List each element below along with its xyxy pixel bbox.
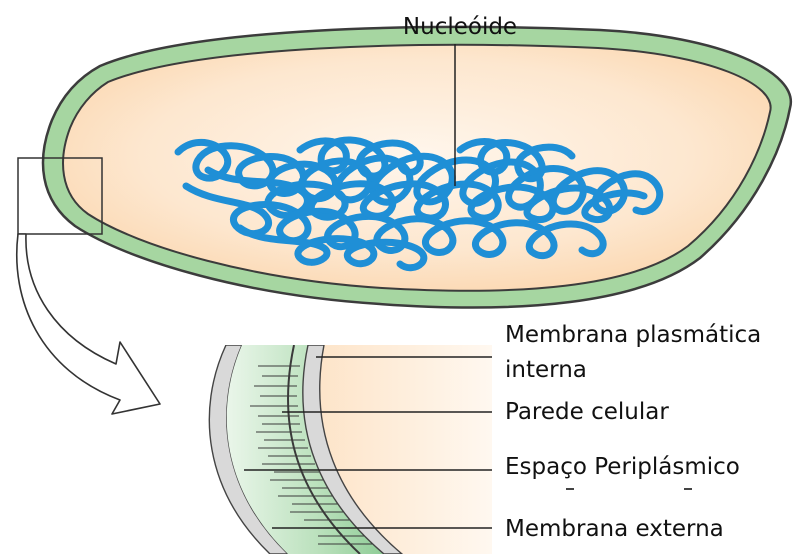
inner-membrane-label-line2: interna	[505, 357, 587, 383]
inner-membrane-label-2: interna	[505, 357, 587, 383]
nucleoid-label: Nucleóide	[403, 14, 517, 40]
envelope-cross-section	[209, 345, 492, 554]
cropped-text-marks	[566, 488, 692, 490]
periplasm-label: Espaço Periplásmico	[505, 454, 740, 480]
inner-membrane-label: Membrana plasmática	[505, 322, 761, 348]
cell-wall-label: Parede celular	[505, 399, 669, 425]
inner-membrane-label-line1: Membrana plasmática	[505, 322, 761, 348]
outer-membrane-label: Membrana externa	[505, 516, 724, 542]
zoom-arrow	[17, 234, 160, 414]
